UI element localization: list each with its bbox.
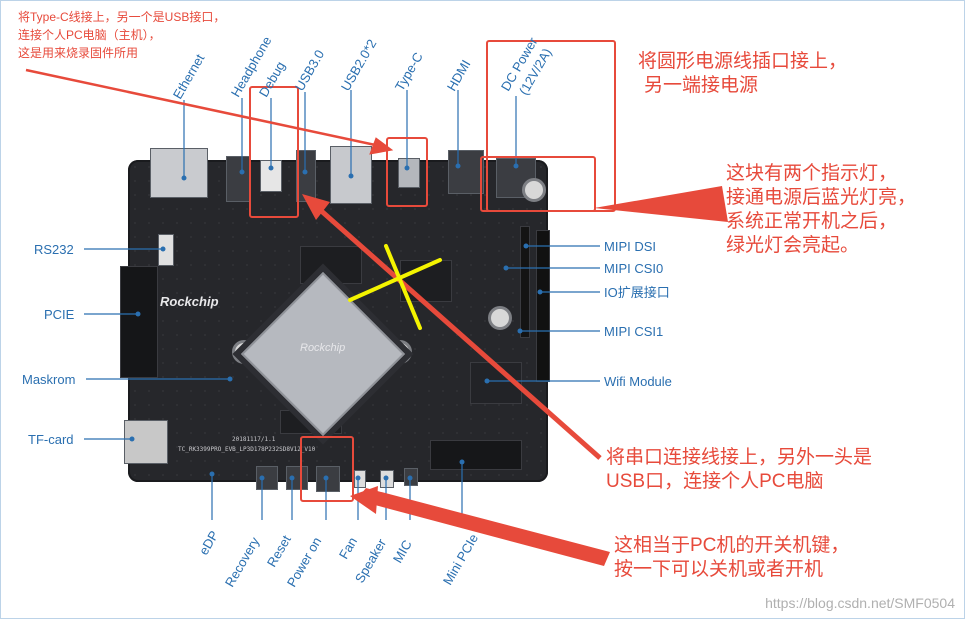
label-rs232: RS232 xyxy=(34,242,74,257)
led-note-line: 绿光灯会亮起。 xyxy=(726,235,860,256)
typec-note-line: 连接个人PC电脑（主机）， xyxy=(18,28,161,42)
usb30-port xyxy=(296,150,316,202)
label-io: IO扩展接口 xyxy=(604,285,670,300)
power-note: 将圆形电源线插口接上， 另一端接电源 xyxy=(638,50,847,98)
typec-note: 将Type-C线接上，另一个是USB接口， 连接个人PC电脑（主机）， 这是用来… xyxy=(18,8,225,62)
led-highlight-box xyxy=(480,156,596,212)
power-on-highlight-box xyxy=(300,436,354,502)
power-note-line: 另一端接电源 xyxy=(644,75,759,96)
serial-note: 将串口连接线接上，另外一头是 USB口，连接个人PC电脑 xyxy=(606,446,872,494)
tfcard-slot xyxy=(124,420,168,464)
serial-note-line: 将串口连接线接上，另外一头是 xyxy=(606,447,873,468)
typec-note-line: 将Type-C线接上，另一个是USB接口， xyxy=(18,10,226,24)
typec-port xyxy=(398,158,420,188)
mipi-connector xyxy=(520,226,530,338)
label-mipi-csi1: MIPI CSI1 xyxy=(604,324,664,339)
power-key-note-line: 按一下可以关机或者开机 xyxy=(614,559,824,580)
power-key-note: 这相当于PC机的开关机键， 按一下可以关机或者开机 xyxy=(614,534,849,582)
label-maskrom: Maskrom xyxy=(22,372,76,387)
mini-pcie-slot xyxy=(430,440,522,470)
label-wifi: Wifi Module xyxy=(604,374,672,389)
label-mipi-csi0: MIPI CSI0 xyxy=(604,261,664,276)
pcie-slot xyxy=(120,266,158,378)
led-note-line: 接通电源后蓝光灯亮， xyxy=(726,187,917,208)
label-tfcard: TF-card xyxy=(28,432,74,447)
soc-label: Rockchip xyxy=(300,342,346,354)
led-note-line: 系统正常开机之后， xyxy=(726,211,898,232)
ethernet-port xyxy=(150,148,208,198)
rs232-port xyxy=(158,234,174,266)
led-note: 这块有两个指示灯， 接通电源后蓝光灯亮， 系统正常开机之后， 绿光灯会亮起。 xyxy=(726,162,916,258)
power-note-line: 将圆形电源线插口接上， xyxy=(638,51,848,72)
hdmi-port xyxy=(448,150,484,194)
led-note-line: 这块有两个指示灯， xyxy=(726,163,898,184)
silk-text-2: TC_RK3399PRO_EVB_LP3D178P232SD8V12_V10 xyxy=(178,446,316,453)
mount-hole xyxy=(522,178,546,202)
label-pcie: PCIE xyxy=(44,307,75,322)
watermark: https://blog.csdn.net/SMF0504 xyxy=(765,595,955,611)
headphone-jack xyxy=(226,156,250,202)
board-logo: Rockchip xyxy=(160,294,219,309)
label-mipi-dsi: MIPI DSI xyxy=(604,239,657,254)
power-key-note-line: 这相当于PC机的开关机键， xyxy=(614,535,850,556)
memory-chip xyxy=(300,246,362,284)
serial-note-line: USB口，连接个人PC电脑 xyxy=(606,471,824,492)
silk-text-1: 20181117/1.1 xyxy=(232,436,276,443)
mount-hole xyxy=(488,306,512,330)
debug-highlight-box xyxy=(249,86,299,218)
typec-note-line: 这是用来烧录固件所用 xyxy=(18,46,139,60)
typec-highlight-box xyxy=(386,137,428,207)
